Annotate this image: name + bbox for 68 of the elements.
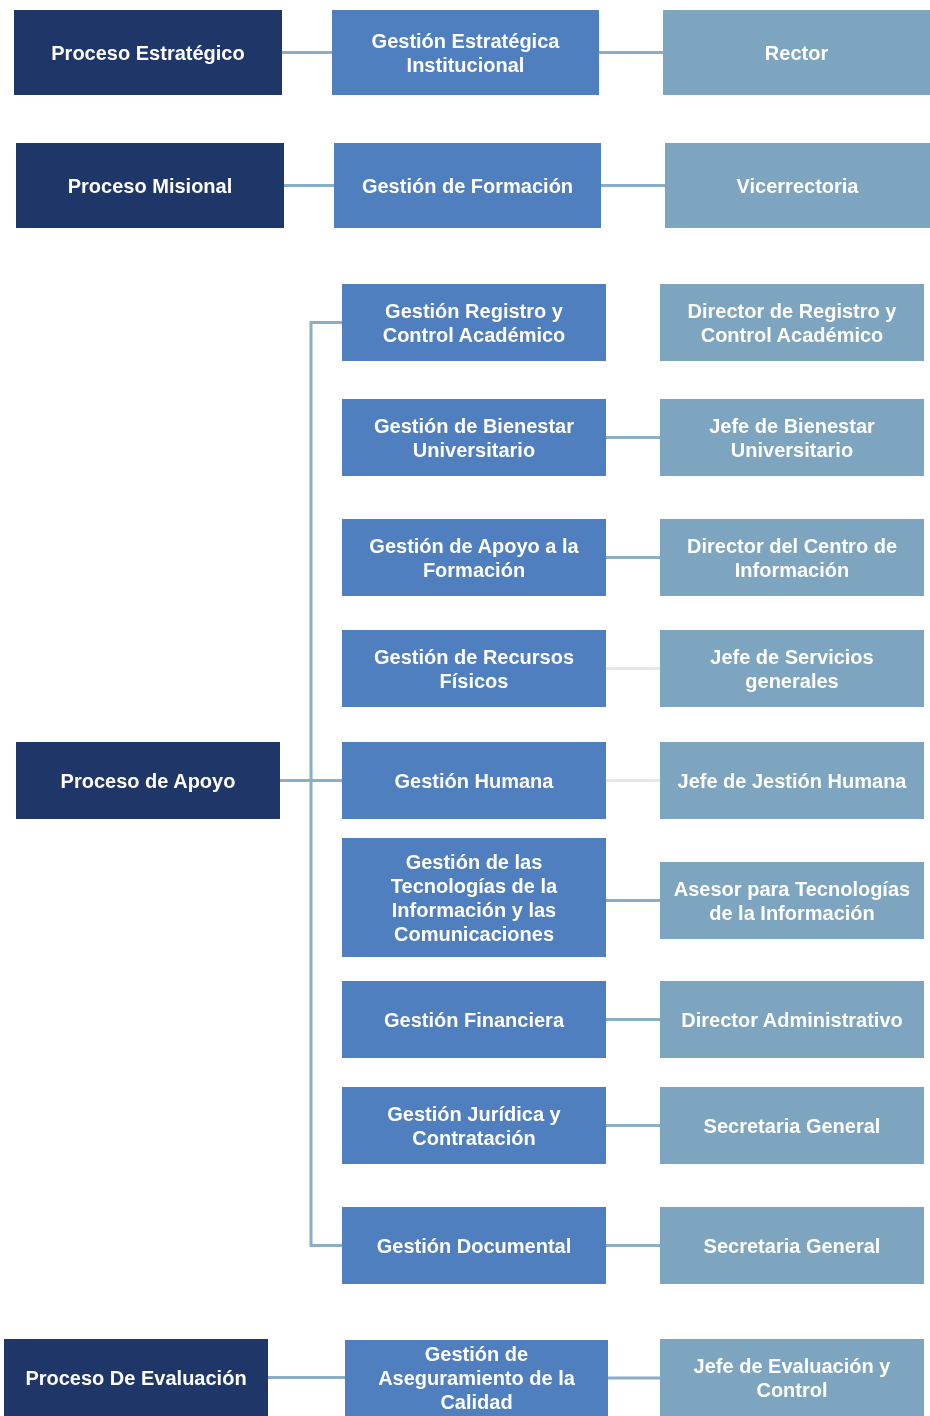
management-box (342, 630, 606, 707)
management-box (342, 284, 606, 361)
role-box (660, 1207, 924, 1284)
role-box (660, 1339, 924, 1416)
connector-line (606, 1018, 660, 1021)
box-label: Gestión Estratégica Institucional (370, 28, 561, 77)
connector-line (601, 184, 665, 187)
role-box (660, 981, 924, 1058)
process-box (14, 10, 282, 95)
role-box (660, 399, 924, 476)
connector-line (606, 1244, 660, 1247)
connector-line (284, 184, 334, 187)
box-label: Gestión Registro y Control Académico (381, 298, 567, 347)
box-label: Gestión de Formación (361, 173, 574, 198)
box-label: Jefe de Evaluación y Control (692, 1353, 892, 1402)
box-label: Gestión de Bienestar Universitario (372, 413, 576, 462)
process-box (4, 1339, 268, 1416)
role-box (660, 742, 924, 819)
connector-line (282, 51, 332, 54)
management-box (334, 143, 601, 228)
box-label: Director del Centro de Información (685, 533, 898, 582)
box-label: Director Administrativo (681, 1007, 903, 1032)
box-label: Secretaria General (703, 1113, 881, 1138)
box-label: Proceso Misional (67, 173, 233, 198)
box-label: Proceso De Evaluación (25, 1365, 247, 1390)
box-label: Gestión Documental (376, 1233, 572, 1258)
box-label: Proceso Estratégico (51, 40, 245, 65)
box-label: Gestión Financiera (383, 1007, 565, 1032)
role-box (660, 519, 924, 596)
connector-line (606, 436, 660, 439)
box-label: Gestión de las Tecnologías de la Información y las Comunicaciones (389, 849, 559, 946)
connector-line (268, 1376, 345, 1379)
box-label: Rector (764, 40, 829, 65)
role-box (660, 284, 924, 361)
process-box (16, 742, 280, 819)
box-label: Gestión de Recursos Físicos (372, 644, 576, 693)
box-label: Jefe de Servicios generales (709, 644, 875, 693)
box-label: Jefe de Bienestar Universitario (708, 413, 876, 462)
role-box (663, 10, 930, 95)
box-label: Secretaria General (703, 1233, 881, 1258)
box-label: Gestión Jurídica y Contratación (386, 1101, 562, 1150)
management-box (342, 519, 606, 596)
process-box (16, 143, 284, 228)
role-box (665, 143, 930, 228)
role-box (660, 630, 924, 707)
connector-line (608, 1376, 660, 1380)
connector-line (606, 899, 660, 902)
management-box (342, 981, 606, 1058)
management-box (342, 399, 606, 476)
box-label: Gestión de Apoyo a la Formación (368, 533, 580, 582)
box-label: Gestión de Aseguramiento de la Calidad (377, 1342, 576, 1414)
management-box (342, 1207, 606, 1284)
box-label: Gestión Humana (394, 768, 554, 793)
connector-line (599, 51, 663, 54)
management-box (342, 1087, 606, 1164)
box-label: Proceso de Apoyo (60, 768, 236, 793)
management-box (332, 10, 599, 95)
connector-line (606, 556, 660, 559)
box-label: Asesor para Tecnologías de la Información (672, 876, 912, 925)
connector-line (606, 1124, 660, 1127)
box-label: Director de Registro y Control Académico (686, 298, 898, 347)
box-label: Vicerrectoria (736, 173, 859, 198)
role-box (660, 862, 924, 939)
management-box (342, 742, 606, 819)
management-box (342, 838, 606, 957)
management-box (345, 1340, 608, 1416)
role-box (660, 1087, 924, 1164)
box-label: Jefe de Jestión Humana (677, 768, 907, 793)
